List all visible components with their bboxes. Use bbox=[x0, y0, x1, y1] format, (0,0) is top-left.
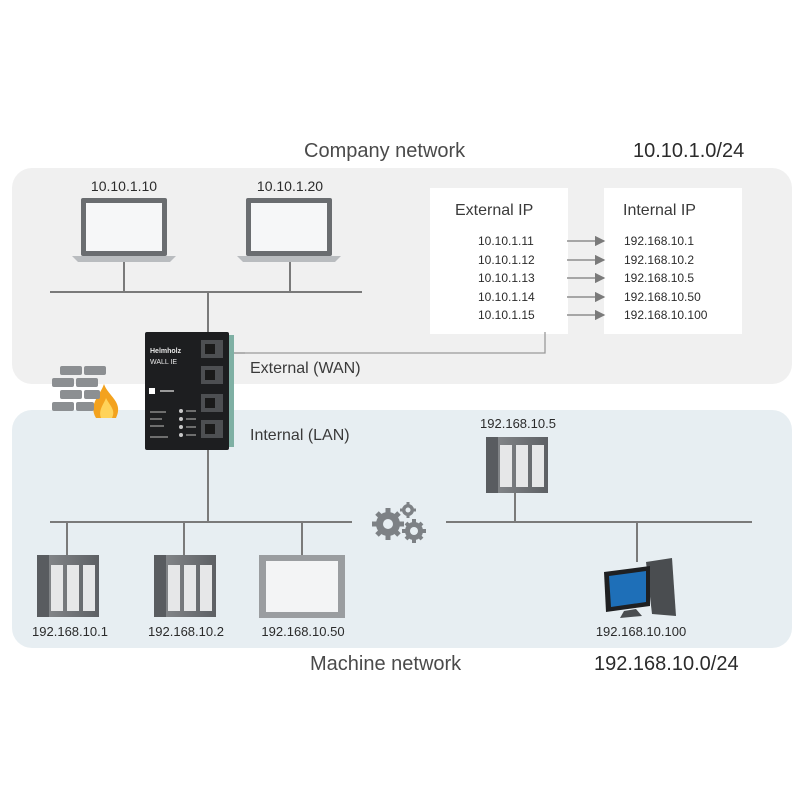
laptop-icon bbox=[237, 198, 341, 262]
external-ip-cell: 10.10.1.12 bbox=[478, 253, 535, 267]
internal-ip-cell: 192.168.10.2 bbox=[624, 253, 695, 267]
plc-icon bbox=[154, 555, 216, 617]
ethernet-ports bbox=[201, 340, 223, 438]
lan-port-label: Internal (LAN) bbox=[250, 427, 350, 444]
external-ip-cell: 10.10.1.15 bbox=[478, 308, 535, 322]
internal-ip-box bbox=[604, 188, 742, 334]
nat-connector-line bbox=[228, 332, 546, 354]
external-ip-cell: 10.10.1.13 bbox=[478, 271, 535, 285]
nat-arrows bbox=[567, 235, 606, 321]
internal-ip-cell: 192.168.10.100 bbox=[624, 308, 708, 322]
internal-ip-header: Internal IP bbox=[623, 202, 696, 219]
machine-network-title: Machine network bbox=[310, 653, 462, 675]
hmi-ip: 192.168.10.50 bbox=[261, 624, 345, 639]
laptop-2-ip: 10.10.1.20 bbox=[256, 178, 324, 194]
plc-icon bbox=[486, 437, 548, 493]
machine-subnet: 192.168.10.0/24 bbox=[594, 653, 739, 675]
laptop-1-ip: 10.10.1.10 bbox=[90, 178, 158, 194]
company-subnet: 10.10.1.0/24 bbox=[633, 140, 745, 162]
wan-port-label: External (WAN) bbox=[250, 360, 361, 377]
company-network-title: Company network bbox=[304, 140, 466, 162]
device-model: WALL IE bbox=[150, 359, 178, 366]
device-brand: Helmholz bbox=[150, 348, 182, 355]
internal-ip-cell: 192.168.10.50 bbox=[624, 290, 701, 304]
internal-ip-cell: 192.168.10.1 bbox=[624, 234, 695, 248]
internal-ip-cell: 192.168.10.5 bbox=[624, 271, 695, 285]
plc-icon bbox=[37, 555, 99, 617]
laptop-icon bbox=[72, 198, 176, 262]
pc-ip: 192.168.10.100 bbox=[595, 624, 687, 639]
plc-2-ip: 192.168.10.2 bbox=[148, 624, 224, 639]
external-ip-cell: 10.10.1.14 bbox=[478, 290, 535, 304]
hmi-panel-icon bbox=[259, 555, 345, 618]
desktop-pc-icon bbox=[604, 558, 676, 618]
plc-1-ip: 192.168.10.1 bbox=[32, 624, 108, 639]
gears-icon bbox=[372, 502, 426, 543]
plc-top-ip: 192.168.10.5 bbox=[480, 416, 556, 431]
external-ip-box bbox=[430, 188, 568, 334]
external-ip-header: External IP bbox=[455, 202, 534, 219]
firewall-icon bbox=[52, 366, 119, 418]
external-ip-cell: 10.10.1.11 bbox=[478, 234, 534, 248]
helmholz-wall-ie-device bbox=[145, 332, 234, 450]
